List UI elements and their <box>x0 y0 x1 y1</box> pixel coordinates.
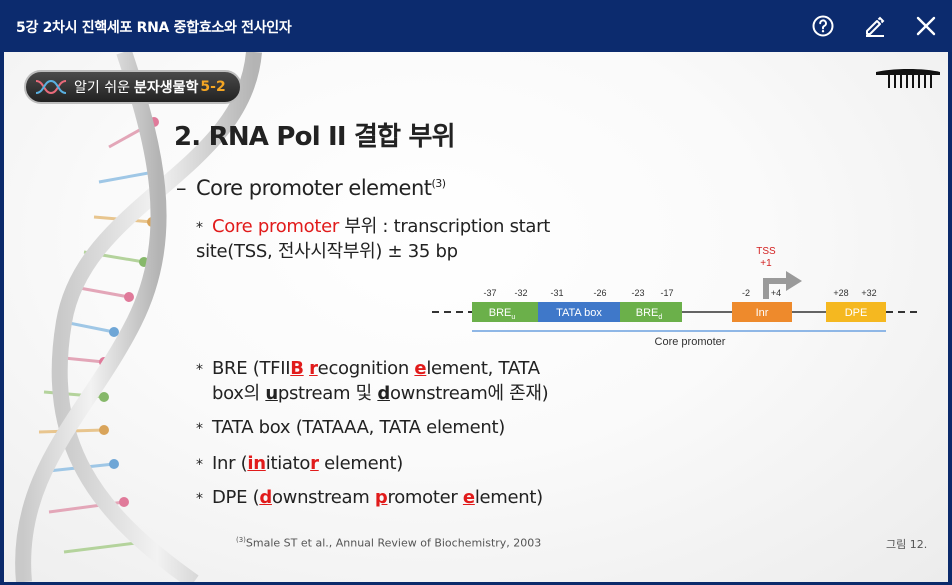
bre-key-letter: B <box>290 358 304 379</box>
brand-name: 분자생물학 <box>133 80 199 96</box>
citation-text: Smale ST et al., Annual Review of Bioche… <box>245 536 542 550</box>
inr-text: element) <box>318 453 403 474</box>
subtitle-text: Core promoter element <box>196 176 432 200</box>
dna-logo-icon <box>35 79 67 95</box>
core-promoter-text: 부위 : transcription start <box>339 216 550 237</box>
box-inr-label: Inr <box>756 307 769 319</box>
tss-arrowhead-icon <box>786 271 802 291</box>
box-bre-d-label: BREd <box>636 307 663 321</box>
pos-label: -26 <box>593 288 606 298</box>
dpe-key-letter: d <box>259 487 272 508</box>
pencil-icon <box>866 16 885 37</box>
citation-mark: (3) <box>236 536 246 544</box>
question-circle-icon <box>812 15 834 37</box>
pos-label: +4 <box>771 288 781 298</box>
brand-prefix: 알기 쉬운 <box>74 80 130 96</box>
core-promoter-diagram: TSS +1 -37 -32 -31 -26 -23 -17 -2 +4 +28… <box>432 246 919 348</box>
box-tata-label: TATA box <box>556 307 602 319</box>
inr-key-letter: in <box>247 453 266 474</box>
pos-label: -2 <box>742 288 750 298</box>
bullet-marker: * <box>196 362 203 378</box>
inr-text: itiato <box>265 453 311 474</box>
edit-button[interactable] <box>863 14 887 38</box>
bullet-dpe: * DPE (downstream promoter element) <box>196 486 543 511</box>
slide-subtitle: –Core promoter element(3) <box>176 176 446 200</box>
box-tata <box>538 302 620 322</box>
bullet-marker: * <box>196 457 203 473</box>
box-dpe <box>826 302 886 322</box>
bullet-marker: * <box>196 220 203 236</box>
bre-text: pstream 및 <box>277 383 378 404</box>
box-dpe-label: DPE <box>845 307 868 319</box>
pos-label: +28 <box>833 288 848 298</box>
dna-helix-illustration <box>15 52 262 582</box>
pos-label: -31 <box>550 288 563 298</box>
title-bar: 5강 2차시 진핵세포 RNA 중합효소와 전사인자 <box>0 0 952 52</box>
box-inr <box>732 302 792 322</box>
box-bre-u-label: BREu <box>489 307 516 321</box>
subtitle-dash: – <box>176 176 187 200</box>
close-button[interactable] <box>914 14 938 38</box>
pos-label: -32 <box>514 288 527 298</box>
bre-key-letter: u <box>265 383 278 404</box>
bullet-marker: * <box>196 421 203 437</box>
box-bre-u <box>472 302 538 322</box>
bre-key-letter: d <box>377 383 390 404</box>
bre-text: ownstream에 존재) <box>389 383 549 404</box>
bullet-core-promoter: *Core promoter 부위 : transcription start … <box>196 215 550 264</box>
brand-episode: 5-2 <box>200 79 226 95</box>
lecture-slide: 알기 쉬운 분자생물학 5-2 2. RNA Pol II 결합 부위 –Cor… <box>4 52 948 582</box>
dpe-text: DPE ( <box>212 487 260 508</box>
help-button[interactable] <box>811 14 835 38</box>
dpe-text: romoter <box>387 487 463 508</box>
bre-text: ecognition <box>317 358 415 379</box>
bullet-bre: * BRE (TFIIB recognition element, TATA bo… <box>196 357 549 406</box>
bullet-marker: * <box>196 491 203 507</box>
core-promoter-term: Core promoter <box>212 216 340 237</box>
tss-label: TSS <box>756 246 776 257</box>
bre-text: BRE (TFII <box>212 358 291 379</box>
dpe-text: ownstream <box>271 487 375 508</box>
publisher-logo-icon <box>876 69 940 88</box>
bullet-tata-box: * TATA box (TATAAA, TATA element) <box>196 416 505 441</box>
tss-arrow-icon <box>763 278 789 299</box>
pos-label: -23 <box>631 288 644 298</box>
bre-key-letter: e <box>414 358 427 379</box>
pos-label: -37 <box>483 288 496 298</box>
tata-text: TATA box (TATAAA, TATA element) <box>212 417 506 438</box>
slide-title: 2. RNA Pol II 결합 부위 <box>174 122 456 152</box>
figure-label: 그림 12. <box>886 538 928 551</box>
inr-key-letter: r <box>310 453 319 474</box>
bre-key-letter: r <box>309 358 318 379</box>
pos-label: -17 <box>660 288 673 298</box>
dpe-key-letter: p <box>374 487 388 508</box>
course-brand-badge: 알기 쉬운 분자생물학 5-2 <box>24 70 242 104</box>
pos-label: +32 <box>861 288 876 298</box>
inr-text: Inr ( <box>212 453 248 474</box>
bre-text: box의 <box>212 383 266 404</box>
core-promoter-text-line2: site(TSS, 전사시작부위) ± 35 bp <box>196 241 458 262</box>
close-icon <box>916 16 936 36</box>
citation: (3)Smale ST et al., Annual Review of Bio… <box>236 536 541 550</box>
dpe-text: lement) <box>474 487 543 508</box>
bullet-inr: * Inr (initiator element) <box>196 452 403 477</box>
subtitle-reference-mark: (3) <box>431 177 447 190</box>
lecture-title: 5강 2차시 진핵세포 RNA 중합효소와 전사인자 <box>16 20 292 36</box>
bre-text: lement, TATA <box>426 358 540 379</box>
core-promoter-caption: Core promoter <box>655 336 726 348</box>
tss-position: +1 <box>760 258 772 269</box>
dpe-key-letter: e <box>462 487 475 508</box>
box-bre-d <box>620 302 682 322</box>
